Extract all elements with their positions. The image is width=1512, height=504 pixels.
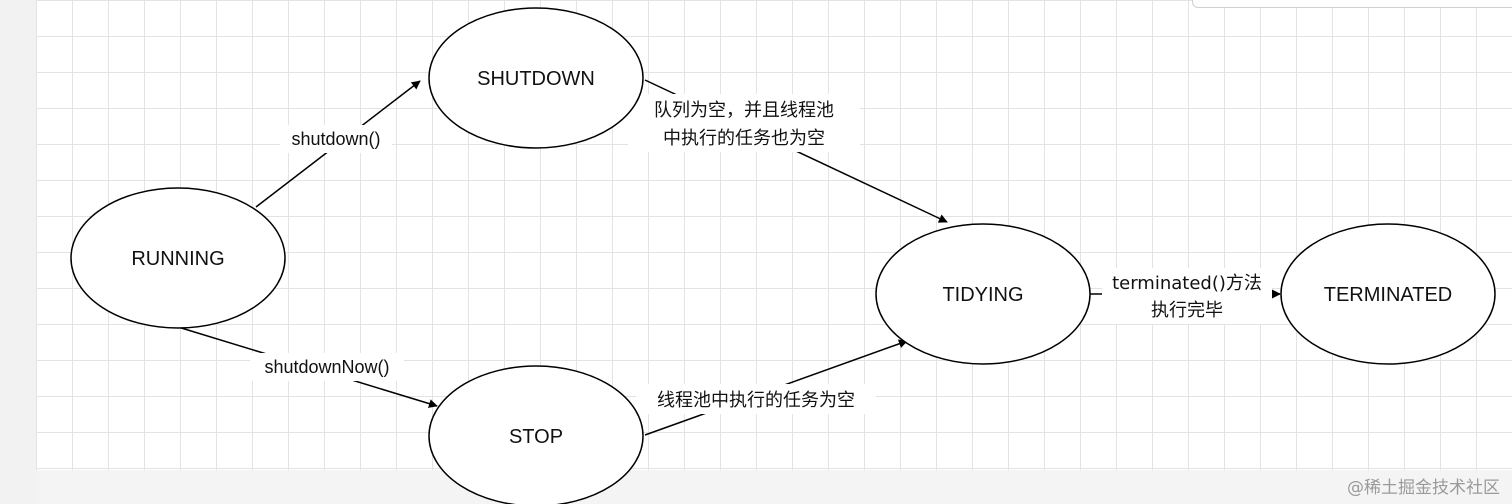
edge-label-terminated-line2: 执行完毕 [1151,300,1223,321]
edge-label-queue-empty-line1: 队列为空，并且线程池 [654,100,834,121]
edge-label-shutdownnow-call: shutdownNow() [264,357,389,377]
edge-label-queue-empty-line2: 中执行的任务也为空 [663,128,825,149]
state-node-stop [428,365,644,504]
state-label-running: RUNNING [131,248,224,270]
state-node-tidying [875,223,1091,365]
state-node-terminated [1280,223,1496,365]
edge-label-bg [636,384,876,414]
edge-label-pool-tasks-empty: 线程池中执行的任务为空 [657,390,855,411]
edge-label-bg [1102,268,1272,324]
state-node-running [70,187,286,329]
state-label-shutdown: SHUTDOWN [477,68,595,90]
edge-label-terminated-line1: terminated()方法 [1112,273,1262,294]
state-label-tidying: TIDYING [942,284,1023,306]
canvas-bottom-margin [36,470,1512,504]
watermark-text: @稀土掘金技术社区 [1347,478,1500,498]
edge-label-shutdown-call: shutdown() [291,129,380,149]
state-node-shutdown [428,7,644,149]
state-label-terminated: TERMINATED [1324,284,1453,306]
edge-label-bg [280,125,392,153]
canvas-left-margin [0,0,36,504]
overlay-panel-corner [1192,0,1512,8]
state-label-stop: STOP [509,426,563,448]
edge-label-bg [628,94,860,152]
edge-label-bg [250,353,404,381]
